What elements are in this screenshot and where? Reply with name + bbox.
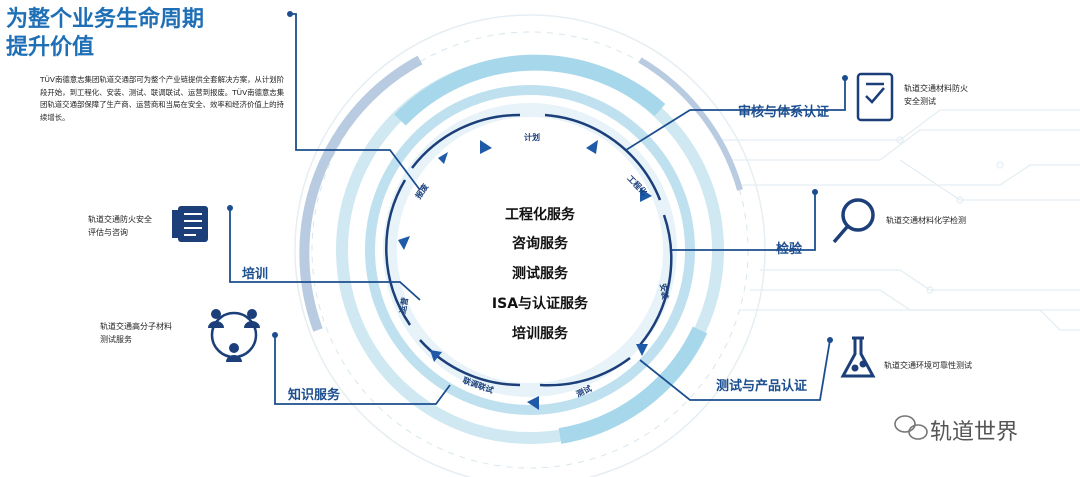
title-line-2: 提升价值 bbox=[6, 35, 95, 60]
item-polymer-test: 轨道交通高分子材料 测试服务 bbox=[100, 320, 172, 346]
category-audit: 审核与体系认证 bbox=[738, 105, 830, 120]
item-fire-material: 轨道交通材料防火 安全测试 bbox=[904, 82, 968, 108]
brand-name: 轨道世界 bbox=[930, 420, 1019, 445]
right-gray-arc bbox=[638, 57, 743, 191]
left-gray-arc bbox=[299, 55, 423, 332]
item-fire-eval: 轨道交通防火安全 评估与咨询 bbox=[88, 213, 152, 239]
wechat-icon bbox=[894, 415, 928, 440]
description-text: TÜV南德意志集团轨道交通部可为整个产业链提供全套解决方案，从计划阶段开始，到工… bbox=[40, 75, 285, 122]
cyan-arc-top bbox=[394, 54, 666, 126]
category-inspection: 检验 bbox=[776, 242, 803, 257]
stage-arrows bbox=[398, 140, 652, 410]
category-training: 培训 bbox=[242, 267, 269, 282]
category-test-certification: 测试与产品认证 bbox=[716, 379, 808, 394]
item-fire-material-line-1: 轨道交通材料防火 bbox=[904, 84, 968, 93]
item-chem-test: 轨道交通材料化学检测 bbox=[886, 216, 966, 225]
connector-dots bbox=[227, 11, 848, 343]
people-icon bbox=[208, 309, 260, 362]
service-training: 培训服务 bbox=[512, 326, 568, 342]
connector-lines bbox=[229, 13, 846, 405]
title-line-1: 为整个业务生命周期 bbox=[6, 7, 205, 32]
circuit-lines bbox=[720, 109, 1080, 331]
service-engineering: 工程化服务 bbox=[505, 207, 575, 223]
cyan-arc-bottom bbox=[558, 326, 708, 444]
document-icon bbox=[172, 206, 208, 242]
service-consulting: 咨询服务 bbox=[512, 236, 568, 252]
item-fire-eval-line-2: 评估与咨询 bbox=[88, 228, 128, 237]
page-title: 为整个业务生命周期 提升价值 bbox=[6, 6, 266, 62]
category-knowledge: 知识服务 bbox=[288, 388, 341, 403]
item-fire-material-line-2: 安全测试 bbox=[904, 97, 936, 106]
item-fire-eval-line-1: 轨道交通防火安全 bbox=[88, 215, 152, 224]
service-isa-certification: ISA与认证服务 bbox=[491, 296, 589, 312]
stage-plan: 计划 bbox=[524, 133, 540, 142]
item-polymer-test-line-1: 轨道交通高分子材料 bbox=[100, 322, 172, 331]
certificate-icon bbox=[856, 72, 894, 122]
item-env-test: 轨道交通环境可靠性测试 bbox=[884, 361, 972, 370]
flask-icon bbox=[840, 336, 876, 378]
navy-stage-arcs bbox=[385, 113, 673, 387]
magnifier-icon bbox=[832, 198, 875, 244]
service-testing: 测试服务 bbox=[512, 266, 568, 282]
item-polymer-test-line-2: 测试服务 bbox=[100, 335, 132, 344]
brand-watermark: 轨道世界 bbox=[892, 414, 1018, 446]
